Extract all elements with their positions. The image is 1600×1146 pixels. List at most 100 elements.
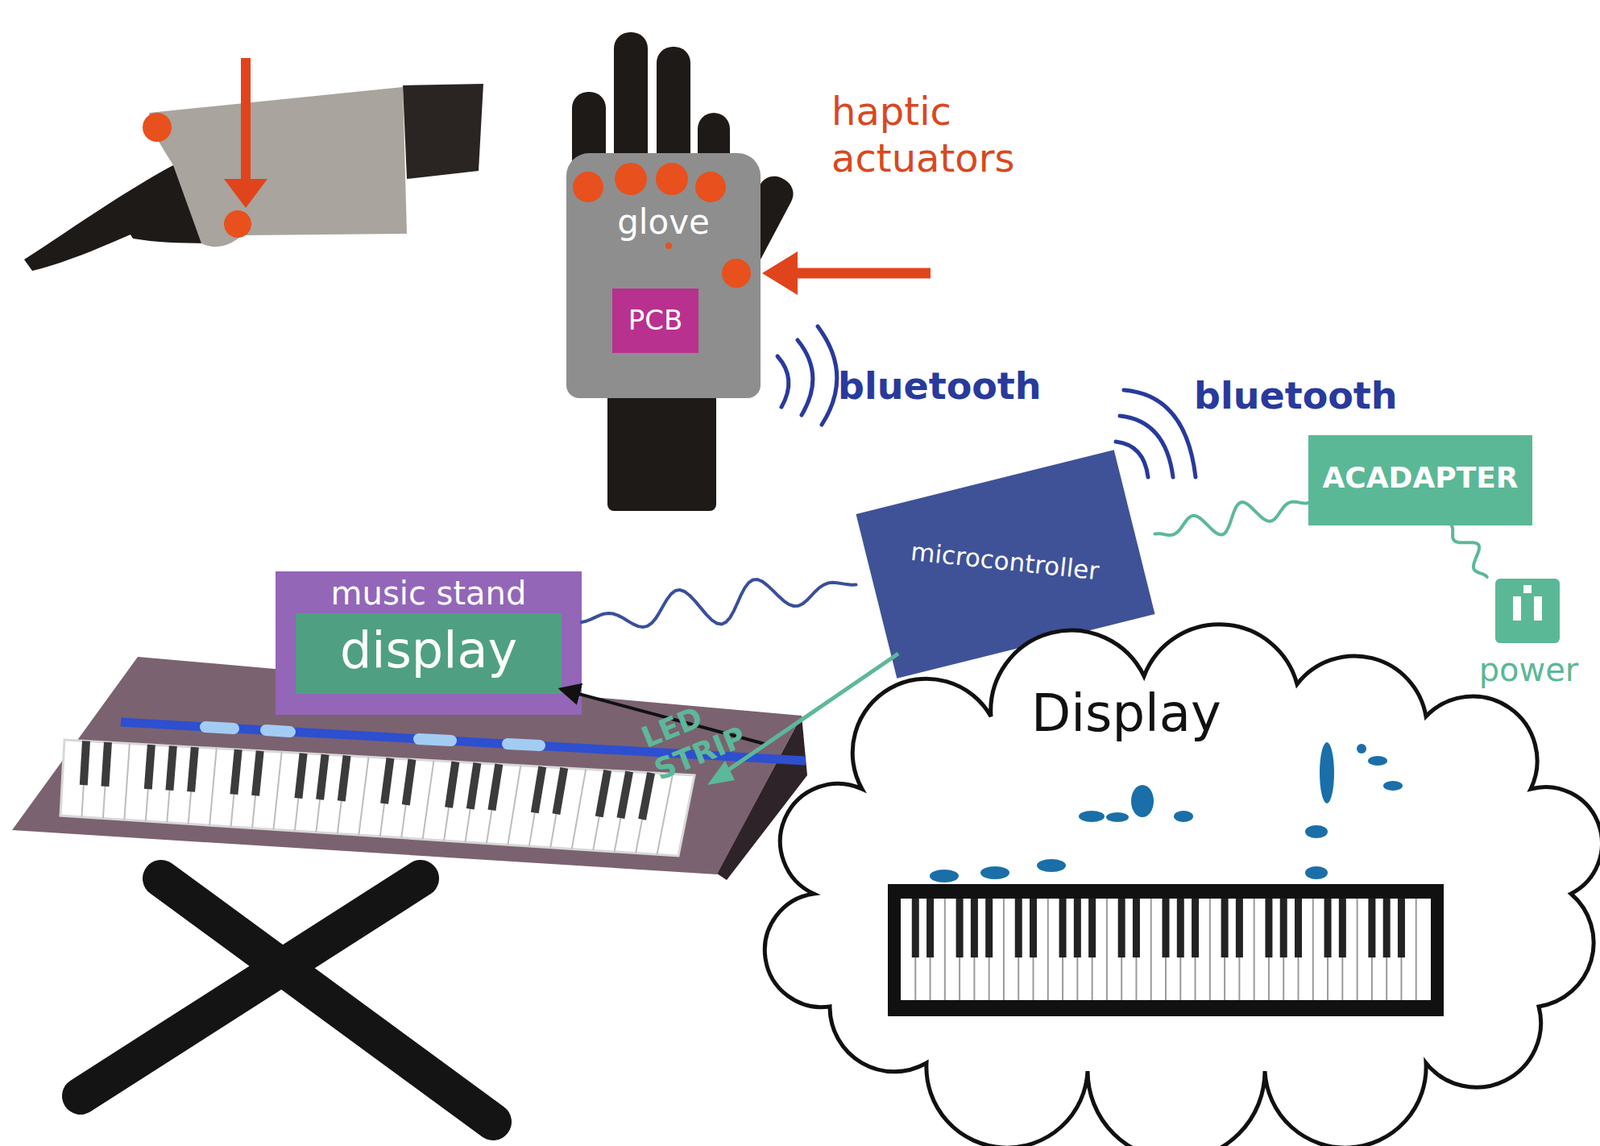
white-key-edge: [1047, 898, 1049, 1000]
white-key-edge: [1341, 898, 1344, 1000]
display-box: display: [295, 613, 562, 694]
black-key: [970, 898, 979, 958]
white-key-edge: [294, 753, 304, 831]
white-key-edge: [103, 741, 108, 818]
white-key-edge: [1312, 898, 1314, 1000]
black-key: [233, 749, 238, 794]
black-key: [1397, 898, 1406, 958]
white-key-edge: [380, 758, 391, 837]
white-key-edge: [209, 748, 217, 825]
white-key-edge: [443, 761, 456, 841]
white-key-edge: [1400, 898, 1402, 1000]
white-key-edge: [657, 773, 673, 854]
power-outlet-node: power: [1474, 576, 1584, 698]
black-key: [148, 744, 152, 789]
black-key: [620, 770, 630, 818]
haptic-dot: [223, 210, 252, 238]
black-key: [555, 767, 564, 814]
white-key-edge: [1385, 898, 1388, 1000]
wave: [1123, 389, 1196, 477]
white-key-edge: [145, 744, 152, 821]
note-dot: [1036, 858, 1066, 872]
side-glove-body: [149, 87, 407, 247]
white-key-edge: [1179, 898, 1182, 1000]
white-key-edge: [315, 754, 325, 832]
black-key: [169, 746, 173, 791]
cable: [1155, 501, 1310, 535]
white-key-edge: [929, 898, 932, 1000]
white-key-edge: [486, 763, 499, 843]
cable: [1451, 525, 1488, 577]
black-key: [1264, 898, 1273, 958]
black-key: [341, 755, 348, 801]
wireless-label: bluetooth: [837, 364, 1042, 409]
stand-leg: [80, 878, 421, 1096]
white-key-edge: [1238, 898, 1240, 1000]
white-key-edge: [1076, 898, 1078, 1000]
white-key-edge: [529, 766, 543, 846]
white-key-edge: [914, 898, 917, 1000]
white-key-edge: [1223, 898, 1226, 1000]
cable: [581, 579, 857, 627]
led-callout-arrow-head: [707, 760, 735, 785]
keyboard-keybed: [60, 739, 695, 856]
outlet-slot: [1512, 596, 1522, 621]
glove-palm: glovePCB: [566, 153, 761, 398]
keyboard-keys: [81, 741, 673, 855]
white-key-edge: [1209, 898, 1211, 1000]
note-dot: [1106, 812, 1129, 822]
wireless-label: bluetooth: [1193, 373, 1398, 419]
black-key: [1221, 898, 1229, 958]
black-key: [534, 766, 544, 813]
black-key: [255, 750, 261, 796]
white-key-edge: [1003, 898, 1005, 1000]
white-key-edge: [958, 898, 961, 1000]
white-key-edge: [1326, 898, 1329, 1000]
black-key: [83, 741, 87, 786]
wave: [1119, 415, 1174, 477]
white-key-edge: [1268, 898, 1270, 1000]
press-arrow: [240, 58, 251, 184]
black-key: [1088, 898, 1096, 958]
ac-adapter-label: ACADAPTER: [1308, 460, 1533, 494]
white-key-edge: [252, 750, 261, 829]
white-key-edge: [507, 765, 521, 845]
mini-keyboard-keybed: [900, 898, 1431, 1000]
white-key-edge: [1164, 898, 1167, 1000]
led-light: [418, 738, 452, 741]
white-key-edge: [358, 756, 369, 835]
black-key: [319, 754, 326, 800]
display-label: display: [295, 621, 562, 679]
black-key: [1367, 898, 1376, 958]
white-key-edge: [166, 746, 174, 823]
haptic-dot: [142, 112, 172, 142]
white-key-edge: [422, 760, 435, 840]
white-key-edge: [944, 898, 946, 1000]
black-key: [298, 753, 303, 799]
white-key-edge: [550, 767, 564, 848]
black-key: [491, 763, 499, 810]
bluetooth-waves: [777, 326, 838, 425]
white-key-edge: [1017, 898, 1020, 1000]
wave: [777, 356, 789, 407]
white-key-edge: [231, 749, 239, 827]
music-stand-box: music standdisplay: [275, 571, 582, 715]
black-key: [1235, 898, 1244, 958]
white-key-edge: [1135, 898, 1137, 1000]
black-key: [1162, 898, 1170, 958]
note-dot: [1078, 810, 1105, 822]
note-dot: [1173, 810, 1194, 822]
note-dot: [1305, 866, 1328, 879]
white-key-edge: [1106, 898, 1108, 1000]
note-dot: [1356, 743, 1367, 754]
glove-wrist: [607, 389, 717, 511]
black-key: [911, 898, 920, 958]
wave: [797, 339, 813, 415]
haptic-dot: [665, 242, 672, 249]
white-key-edge: [1194, 898, 1197, 1000]
white-key-edge: [635, 772, 651, 854]
black-key: [599, 770, 608, 817]
white-key-edge: [572, 768, 586, 849]
white-key-edge: [1371, 898, 1373, 1000]
